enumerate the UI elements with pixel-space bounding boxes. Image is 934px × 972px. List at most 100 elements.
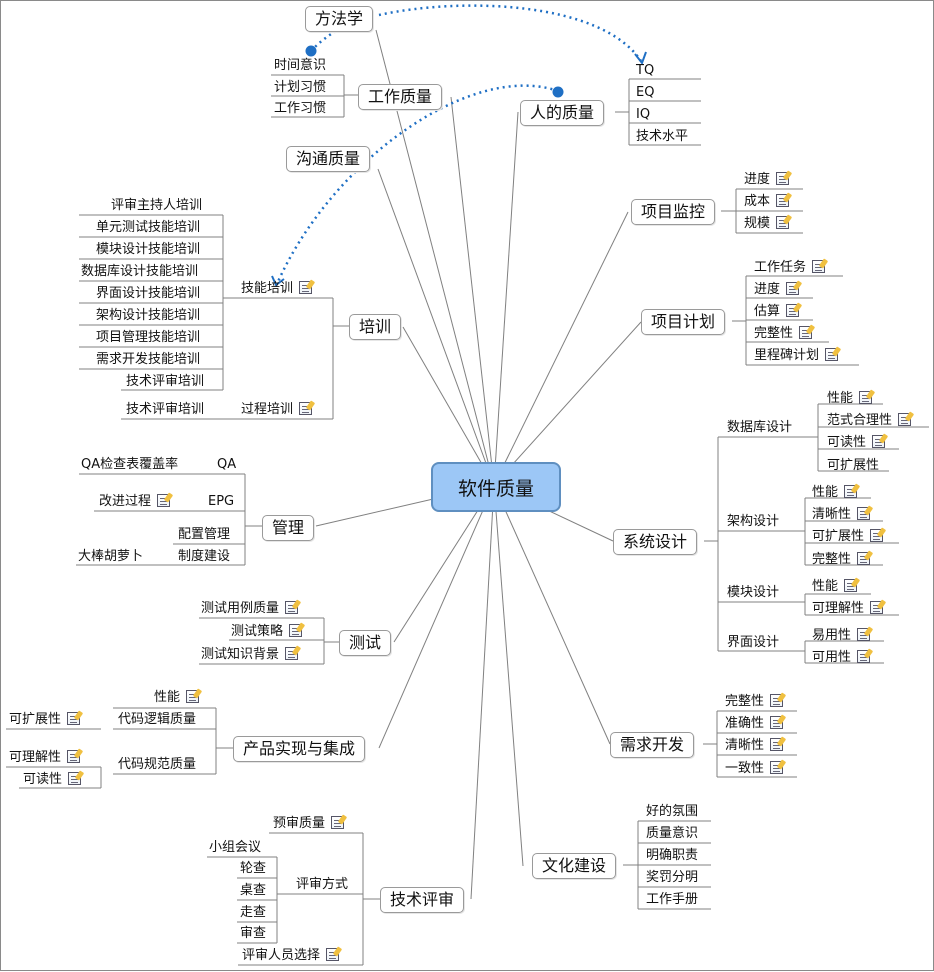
- note-icon[interactable]: [285, 647, 299, 660]
- note-icon[interactable]: [786, 282, 800, 295]
- leaf[interactable]: 性能: [154, 690, 200, 706]
- note-icon[interactable]: [299, 281, 313, 294]
- subtopic[interactable]: 明确职责: [646, 848, 698, 864]
- subtopic[interactable]: 测试用例质量: [201, 601, 299, 617]
- leaf[interactable]: 轮查: [240, 861, 266, 877]
- note-icon[interactable]: [770, 761, 784, 774]
- subtopic-guocheng[interactable]: 过程培训: [241, 402, 313, 418]
- leaf[interactable]: 项目管理技能培训: [96, 330, 200, 346]
- topic-chanpin[interactable]: 产品实现与集成: [233, 736, 366, 762]
- subtopic-epg[interactable]: EPG: [208, 494, 234, 510]
- note-icon[interactable]: [857, 507, 871, 520]
- leaf[interactable]: 界面设计技能培训: [96, 286, 200, 302]
- leaf[interactable]: 审查: [240, 926, 266, 942]
- note-icon[interactable]: [870, 601, 884, 614]
- leaf[interactable]: 架构设计技能培训: [96, 308, 200, 324]
- note-icon[interactable]: [299, 402, 313, 415]
- subtopic[interactable]: TQ: [636, 63, 654, 79]
- topic-jishupingshen[interactable]: 技术评审: [380, 887, 465, 913]
- note-icon[interactable]: [898, 413, 912, 426]
- subtopic[interactable]: 进度: [754, 282, 800, 298]
- topic-xiangmujiankong[interactable]: 项目监控: [631, 199, 716, 225]
- subtopic[interactable]: 计划习惯: [274, 80, 326, 96]
- leaf[interactable]: 可读性: [23, 772, 82, 788]
- note-icon[interactable]: [285, 601, 299, 614]
- leaf[interactable]: 技术评审培训: [126, 374, 204, 390]
- subtopic-qa[interactable]: QA: [217, 457, 236, 473]
- note-icon[interactable]: [67, 750, 81, 763]
- subtopic[interactable]: 进度: [744, 172, 790, 188]
- topic-renzhiliang[interactable]: 人的质量: [520, 100, 605, 126]
- leaf[interactable]: 可理解性: [9, 750, 81, 766]
- subtopic[interactable]: 好的氛围: [646, 804, 698, 820]
- note-icon[interactable]: [289, 624, 303, 637]
- subtopic[interactable]: 一致性: [725, 761, 784, 777]
- topic-ceshi[interactable]: 测试: [339, 630, 392, 656]
- topic-xitongsheji[interactable]: 系统设计: [613, 529, 698, 555]
- subtopic[interactable]: 时间意识: [274, 58, 326, 74]
- subtopic[interactable]: 测试知识背景: [201, 647, 299, 663]
- note-icon[interactable]: [786, 304, 800, 317]
- note-icon[interactable]: [776, 194, 790, 207]
- leaf[interactable]: 性能: [812, 579, 858, 595]
- leaf[interactable]: 改进过程: [99, 494, 171, 510]
- subtopic[interactable]: 工作习惯: [274, 101, 326, 117]
- note-icon[interactable]: [67, 712, 81, 725]
- topic-xuqiu[interactable]: 需求开发: [610, 732, 695, 758]
- topic-xiangmujihua[interactable]: 项目计划: [641, 309, 726, 335]
- subtopic-renyuan[interactable]: 评审人员选择: [242, 948, 340, 964]
- topic-guanli[interactable]: 管理: [262, 515, 315, 541]
- leaf[interactable]: 完整性: [812, 552, 871, 568]
- topic-wenhua[interactable]: 文化建设: [532, 853, 617, 879]
- subtopic-peizhi[interactable]: 配置管理: [178, 527, 230, 543]
- note-icon[interactable]: [844, 579, 858, 592]
- leaf[interactable]: 可扩展性: [827, 458, 879, 474]
- leaf[interactable]: 评审主持人培训: [111, 198, 202, 214]
- subtopic[interactable]: 工作任务: [754, 260, 826, 276]
- leaf[interactable]: 小组会议: [209, 840, 261, 856]
- note-icon[interactable]: [870, 529, 884, 542]
- leaf[interactable]: 数据库设计技能培训: [81, 264, 198, 280]
- leaf[interactable]: 易用性: [812, 628, 871, 644]
- subtopic[interactable]: EQ: [636, 85, 654, 101]
- note-icon[interactable]: [157, 494, 171, 507]
- topic-fangfaxue[interactable]: 方法学: [305, 6, 374, 32]
- subtopic[interactable]: 规模: [744, 216, 790, 232]
- subtopic[interactable]: 准确性: [725, 716, 784, 732]
- note-icon[interactable]: [857, 552, 871, 565]
- subtopic-guifan[interactable]: 代码规范质量: [118, 757, 196, 773]
- note-icon[interactable]: [825, 348, 839, 361]
- note-icon[interactable]: [844, 485, 858, 498]
- leaf[interactable]: 需求开发技能培训: [96, 352, 200, 368]
- leaf[interactable]: 清晰性: [812, 507, 871, 523]
- subtopic[interactable]: 成本: [744, 194, 790, 210]
- subtopic[interactable]: 技术水平: [636, 129, 688, 145]
- leaf[interactable]: 可扩展性: [812, 529, 884, 545]
- subtopic[interactable]: 工作手册: [646, 892, 698, 908]
- note-icon[interactable]: [68, 772, 82, 785]
- subtopic-jiagou[interactable]: 架构设计: [727, 514, 779, 530]
- subtopic[interactable]: 完整性: [725, 694, 784, 710]
- subtopic-zhidu[interactable]: 制度建设: [178, 549, 230, 565]
- leaf[interactable]: 可扩展性: [9, 712, 81, 728]
- subtopic[interactable]: 清晰性: [725, 738, 784, 754]
- note-icon[interactable]: [326, 948, 340, 961]
- subtopic-luoji[interactable]: 代码逻辑质量: [118, 712, 196, 728]
- note-icon[interactable]: [872, 435, 886, 448]
- subtopic-jiemian[interactable]: 界面设计: [727, 635, 779, 651]
- leaf[interactable]: 技术评审培训: [126, 402, 204, 418]
- subtopic-fangshi[interactable]: 评审方式: [296, 877, 348, 893]
- leaf[interactable]: 可读性: [827, 435, 886, 451]
- leaf[interactable]: 模块设计技能培训: [96, 242, 200, 258]
- subtopic[interactable]: 估算: [754, 304, 800, 320]
- leaf[interactable]: 大棒胡萝卜: [78, 549, 143, 565]
- subtopic[interactable]: 质量意识: [646, 826, 698, 842]
- leaf[interactable]: 性能: [812, 485, 858, 501]
- topic-goutong[interactable]: 沟通质量: [286, 146, 371, 172]
- leaf[interactable]: QA检查表覆盖率: [81, 457, 178, 473]
- subtopic[interactable]: IQ: [636, 107, 650, 123]
- note-icon[interactable]: [857, 628, 871, 641]
- subtopic[interactable]: 完整性: [754, 326, 813, 342]
- leaf[interactable]: 可用性: [812, 650, 871, 666]
- note-icon[interactable]: [799, 326, 813, 339]
